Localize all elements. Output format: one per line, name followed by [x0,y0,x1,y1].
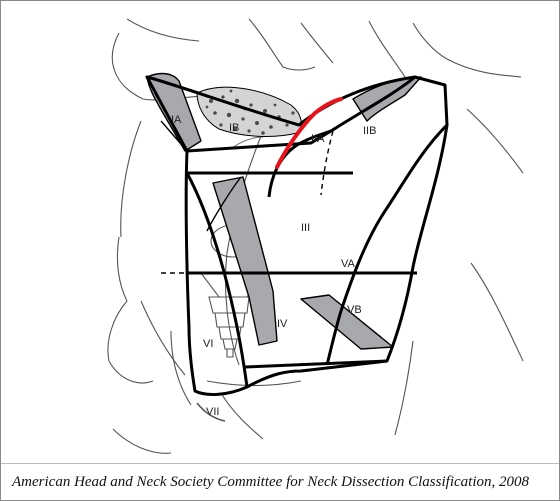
level-iii-label: III [301,222,310,234]
level-iv-label: IV [277,318,288,330]
level-iia-label: IIA [311,133,325,145]
submandibular-gland [197,87,301,136]
level-ib-label: IB [229,122,239,134]
neck-levels-diagram: IA IB IIA IIB III IV VA VB VI VII [1,1,559,463]
level-vi-label: VI [203,338,213,350]
level-va-label: VA [341,258,356,270]
level-vii-label: VII [206,406,219,418]
figure-caption: American Head and Neck Society Committee… [1,463,559,500]
level-ia-label: IA [171,114,182,126]
level-iib-label: IIB [363,125,376,137]
level-vb-label: VB [347,304,362,316]
